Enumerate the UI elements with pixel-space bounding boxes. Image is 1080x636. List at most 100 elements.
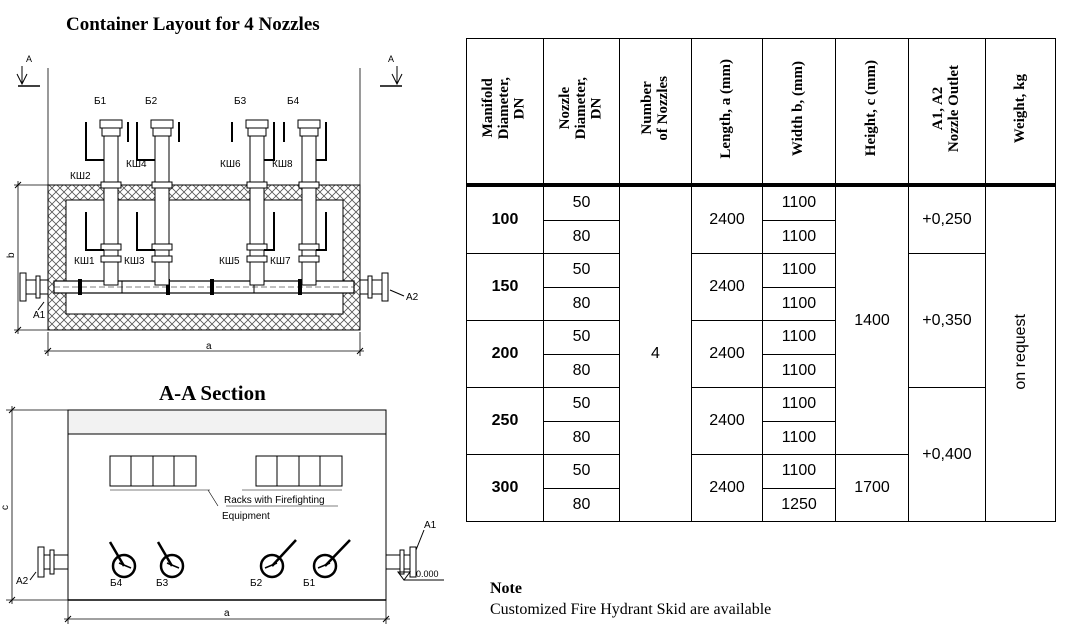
level-mark: 0.000 (397, 569, 444, 581)
section-pipe-left (37, 546, 69, 578)
manifold-dn-cell: 200 (466, 320, 544, 388)
section-outlet-label: A2 (16, 576, 29, 587)
section-nozzle-label-b2: Б2 (250, 578, 263, 589)
header-height: Height, c (mm) (835, 38, 909, 187)
width-cell: 1100 (762, 353, 836, 388)
plan-title: Container Layout for 4 Nozzles (66, 14, 320, 35)
section-nozzle-b4 (108, 541, 137, 579)
section-nozzle-b1 (312, 539, 351, 579)
valve-label-ksh1: КШ1 (74, 256, 95, 267)
outlet-cell: +0,400 (908, 387, 986, 522)
plan-dim-a: a (206, 341, 212, 352)
manifold-dn-cell: 100 (466, 184, 544, 254)
table-row: 80 1100 (467, 420, 1056, 455)
nozzle-label-b4: Б4 (287, 96, 300, 107)
nozzle-riser-4 (283, 119, 327, 286)
racks-label-line1: Racks with Firefighting (224, 495, 325, 506)
width-cell: 1100 (762, 387, 836, 422)
plan-dim-b: b (6, 252, 17, 258)
nozzle-dn-cell: 80 (543, 219, 620, 254)
width-cell: 1100 (762, 420, 836, 455)
number-of-nozzles-cell: 4 (619, 184, 692, 522)
plan-view: A A (6, 54, 419, 356)
length-cell: 2400 (691, 253, 763, 321)
section-mark-left-label: A (26, 54, 32, 64)
nozzle-riser-1 (85, 119, 129, 286)
valve-label-ksh5: КШ5 (219, 256, 240, 267)
length-cell: 2400 (691, 454, 763, 522)
section-inlet-label: A1 (424, 520, 437, 531)
nozzle-dn-cell: 80 (543, 286, 620, 321)
table-row: 80 1250 (467, 487, 1056, 522)
valve-label-ksh8: КШ8 (272, 159, 293, 170)
outlet-cell: +0,350 (908, 253, 986, 388)
width-cell: 1100 (762, 184, 836, 221)
weight-cell: on request (985, 184, 1056, 522)
nozzle-dn-cell: 80 (543, 420, 620, 455)
section-nozzle-label-b4: Б4 (110, 578, 123, 589)
width-cell: 1100 (762, 320, 836, 355)
table-row: 80 1100 (467, 353, 1056, 388)
header-number-of-nozzles: Number of Nozzles (619, 38, 692, 187)
height-cell: 1700 (835, 454, 909, 522)
width-cell: 1100 (762, 253, 836, 288)
manifold-dn-cell: 250 (466, 387, 544, 455)
nozzle-riser-2 (136, 119, 180, 286)
spec-table: Manifold Diameter, DN Nozzle Diameter, D… (466, 38, 1056, 522)
valve-label-ksh6: КШ6 (220, 159, 241, 170)
valve-label-ksh2: КШ2 (70, 171, 91, 182)
valve-label-ksh7: КШ7 (270, 256, 291, 267)
nozzle-dn-cell: 80 (543, 487, 620, 522)
width-cell: 1100 (762, 219, 836, 254)
plan-dimension-length: a (44, 332, 364, 356)
section-dim-c: c (0, 505, 11, 510)
table-row: 150 50 2400 1100 +0,350 (466, 253, 1056, 388)
table-row: 300 50 2400 1100 1700 (466, 454, 1056, 522)
nozzle-label-b1: Б1 (94, 96, 107, 107)
nozzle-dn-cell: 50 (543, 253, 620, 288)
rack-left (109, 455, 197, 487)
width-cell: 1100 (762, 286, 836, 321)
section-nozzle-label-b1: Б1 (303, 578, 316, 589)
section-mark-right-label: A (388, 54, 394, 64)
length-cell: 2400 (691, 387, 763, 455)
header-width: Width b, (mm) (762, 38, 836, 187)
rack-right (255, 455, 343, 487)
inlet-label: A1 (33, 310, 46, 321)
table-header-row: Manifold Diameter, DN Nozzle Diameter, D… (466, 38, 1056, 187)
section-mark-right: A (380, 54, 403, 87)
table-row: 200 50 2400 1100 (466, 320, 1056, 388)
section-dim-a: a (224, 608, 230, 619)
racks-label-line2: Equipment (222, 511, 270, 522)
header-length: Length, a (mm) (691, 38, 763, 187)
plan-dimension-width: b (6, 181, 48, 334)
manifold-pipe (19, 272, 389, 302)
header-nozzle-outlet: A1, A2 Nozzle Outlet (908, 38, 986, 187)
note-text: Customized Fire Hydrant Skid are availab… (490, 601, 772, 618)
section-dimension-length: a (64, 600, 390, 624)
nozzle-dn-cell: 50 (543, 184, 620, 221)
valve-label-ksh3: КШ3 (124, 256, 145, 267)
table-row: 80 1100 (467, 286, 1056, 321)
nozzle-label-b3: Б3 (234, 96, 247, 107)
nozzle-riser-3 (231, 119, 275, 286)
section-view: Racks with Firefighting Equipment Б4 Б3 … (0, 406, 444, 624)
section-title: A-A Section (159, 381, 266, 405)
outlet-cell: +0,250 (908, 184, 986, 254)
header-weight: Weight, kg (985, 38, 1056, 187)
nozzle-dn-cell: 50 (543, 387, 620, 422)
length-cell: 2400 (691, 320, 763, 388)
header-manifold-dn: Manifold Diameter, DN (466, 38, 544, 187)
length-cell: 2400 (691, 184, 763, 254)
table-row: 250 50 2400 1100 +0,400 (466, 387, 1056, 522)
valve-label-ksh4: КШ4 (126, 159, 147, 170)
nozzle-label-b2: Б2 (145, 96, 158, 107)
manifold-dn-cell: 300 (466, 454, 544, 522)
nozzle-dn-cell: 50 (543, 454, 620, 489)
section-nozzle-b2 (259, 539, 297, 579)
table-row: 100 50 4 2400 1100 1400 +0,250 on reques… (466, 184, 1056, 522)
outlet-label: A2 (406, 292, 419, 303)
height-cell: 1400 (835, 184, 909, 455)
level-label: 0.000 (416, 569, 439, 579)
